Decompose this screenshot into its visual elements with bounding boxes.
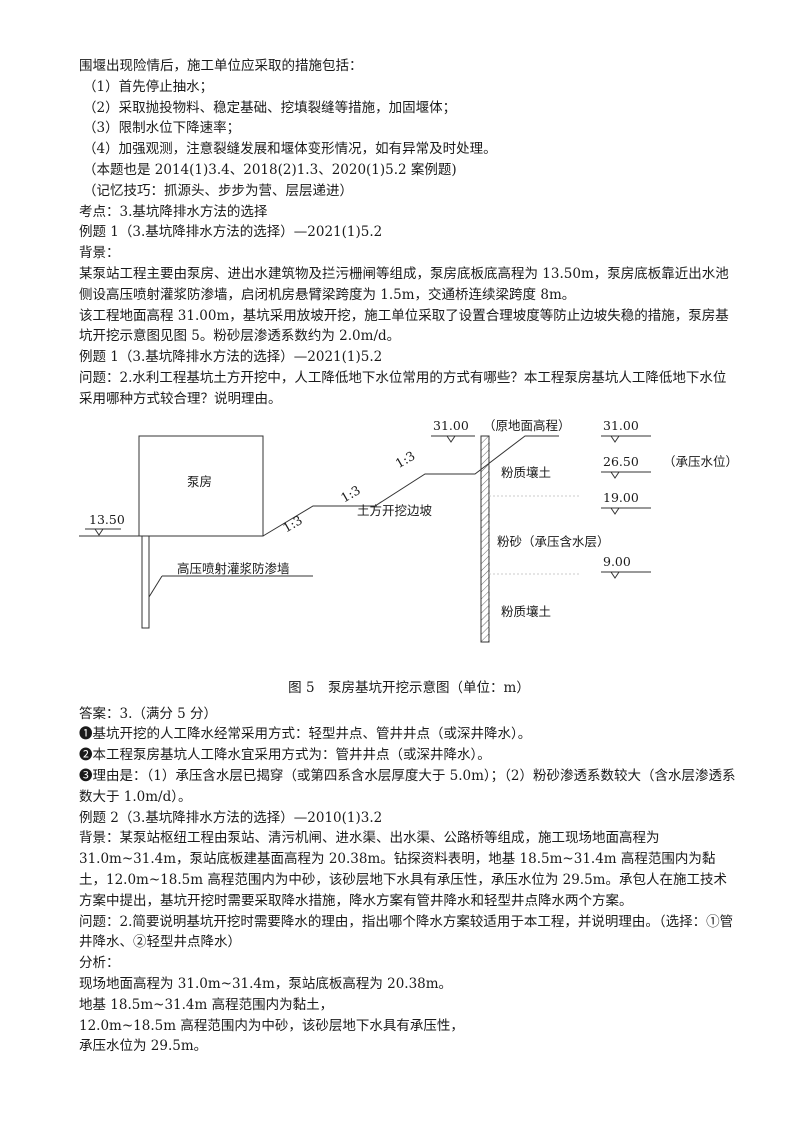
top-elev-triangle: [446, 435, 456, 443]
excavation-slope-label: 土方开挖边坡: [357, 503, 433, 518]
pump-house-label: 泵房: [187, 474, 212, 489]
layer-label-3: 粉质壤土: [501, 604, 551, 619]
top-elev-label: 31.00: [433, 418, 469, 433]
right-elev-2650-triangle: [610, 471, 620, 479]
document-page: 围堰出现险情后，施工单位应采取的措施包括： （1）首先停止抽水； （2）采取抛投…: [79, 56, 739, 1057]
right-elev-1900: 19.00: [603, 490, 639, 505]
right-elev-1900-triangle: [610, 507, 620, 515]
layer-label-1: 粉质壤土: [501, 465, 551, 480]
answer-title: 答案：3.（满分 5 分）: [79, 705, 218, 722]
measure-item: （4）加强观测，注意裂缝发展和堰体变形情况，如有异常及时处理。: [83, 141, 497, 158]
measure-item: （3）限制水位下降速率；: [83, 120, 241, 137]
soil-column-texture: [489, 435, 493, 642]
background-paragraph: 某泵站工程主要由泵房、进出水建筑物及拦污栅闸等组成，泵房底板底高程为 13.50…: [79, 265, 729, 303]
analysis-line: 承压水位为 29.5m。: [79, 1038, 208, 1055]
also-note: （本题也是 2014(1)3.4、2018(2)1.3、2020(1)5.2 案…: [83, 161, 457, 178]
original-ground-label: （原地面高程）: [483, 418, 571, 433]
analysis-label: 分析：: [79, 955, 120, 972]
example2-heading: 例题 2（3.基坑降排水方法的选择）—2010(1)3.2: [79, 809, 383, 826]
wall-leader-line: [148, 575, 163, 597]
right-elev-3100: 31.00: [603, 418, 639, 433]
analysis-line: 地基 18.5m~31.4m 高程范围内为黏土，: [79, 996, 334, 1013]
example1-heading-repeat: 例题 1（3.基坑降排水方法的选择）—2021(1)5.2: [79, 349, 383, 366]
slope-ratio-1: 1:3: [280, 512, 305, 535]
measure-item: （1）首先停止抽水；: [83, 78, 214, 95]
excavation-diagram: 泵房 高压喷射灌浆防渗墙 13.50 1:3 1:3 1:3 土方开挖边坡 31…: [79, 414, 739, 676]
right-elev-900: 9.00: [603, 554, 631, 569]
memory-tip: （记忆技巧：抓源头、步步为营、层层递进）: [83, 182, 353, 199]
background-label: 背景：: [79, 245, 120, 262]
pump-house-box: [138, 435, 264, 537]
answer-item: ❷本工程泵房基坑人工降水宜采用方式为：管井井点（或深井降水）。: [79, 747, 491, 764]
slope-ratio-2: 1:3: [338, 482, 363, 505]
wall-label: 高压喷射灌浆防渗墙: [177, 561, 290, 576]
example1-heading: 例题 1（3.基坑降排水方法的选择）—2021(1)5.2: [79, 224, 383, 241]
right-elev-2650: 26.50: [603, 454, 639, 469]
layer-label-2: 粉砂（承压含水层）: [497, 534, 610, 549]
example2-background: 背景：某泵站枢纽工程由泵站、清污机闸、进水渠、出水渠、公路桥等组成，施工现场地面…: [79, 830, 727, 909]
key-point: 考点：3.基坑降排水方法的选择: [79, 203, 268, 220]
intro-lead: 围堰出现险情后，施工单位应采取的措施包括：: [79, 58, 363, 74]
answer-item: ❶基坑开挖的人工降水经常采用方式：轻型井点、管井井点（或深井降水）。: [79, 726, 532, 743]
elev-1350-label: 13.50: [89, 512, 125, 527]
right-elev-3100-triangle: [610, 435, 620, 443]
slope-ratio-3: 1:3: [393, 447, 418, 470]
diagram-svg: 泵房 高压喷射灌浆防渗墙 13.50 1:3 1:3 1:3 土方开挖边坡 31…: [79, 418, 738, 643]
example1-question: 问题：2.水利工程基坑土方开挖中，人工降低地下水位常用的方式有哪些？本工程泵房基…: [79, 369, 727, 407]
analysis-line: 现场地面高程为 31.0m~31.4m，泵站底板高程为 20.38m。: [79, 975, 453, 992]
cutoff-wall: [141, 535, 150, 629]
answer-item: ❸理由是：（1）承压含水层已揭穿（或第四系含水层厚度大于 5.0m）；（2）粉砂…: [79, 767, 736, 805]
background-paragraph: 该工程地面高程 31.00m，基坑采用放坡开挖，施工单位采取了设置合理坡度等防止…: [79, 307, 729, 345]
measure-item: （2）采取抛投物料、稳定基础、挖填裂缝等措施，加固堰体；: [83, 99, 457, 116]
confined-level-label: （承压水位）: [663, 454, 738, 469]
soil-column-hatch: [480, 435, 490, 643]
analysis-line: 12.0m~18.5m 高程范围内为中砂，该砂层地下水具有承压性，: [79, 1017, 464, 1034]
right-elev-900-triangle: [610, 571, 620, 579]
elev-1350-triangle: [94, 528, 104, 536]
slope-profile: [262, 435, 559, 536]
example2-question: 问题：2.简要说明基坑开挖时需要降水的理由，指出哪个降水方案较适用于本工程，并说…: [79, 913, 734, 951]
figure-caption: 图 5 泵房基坑开挖示意图（单位：m）: [288, 679, 530, 696]
